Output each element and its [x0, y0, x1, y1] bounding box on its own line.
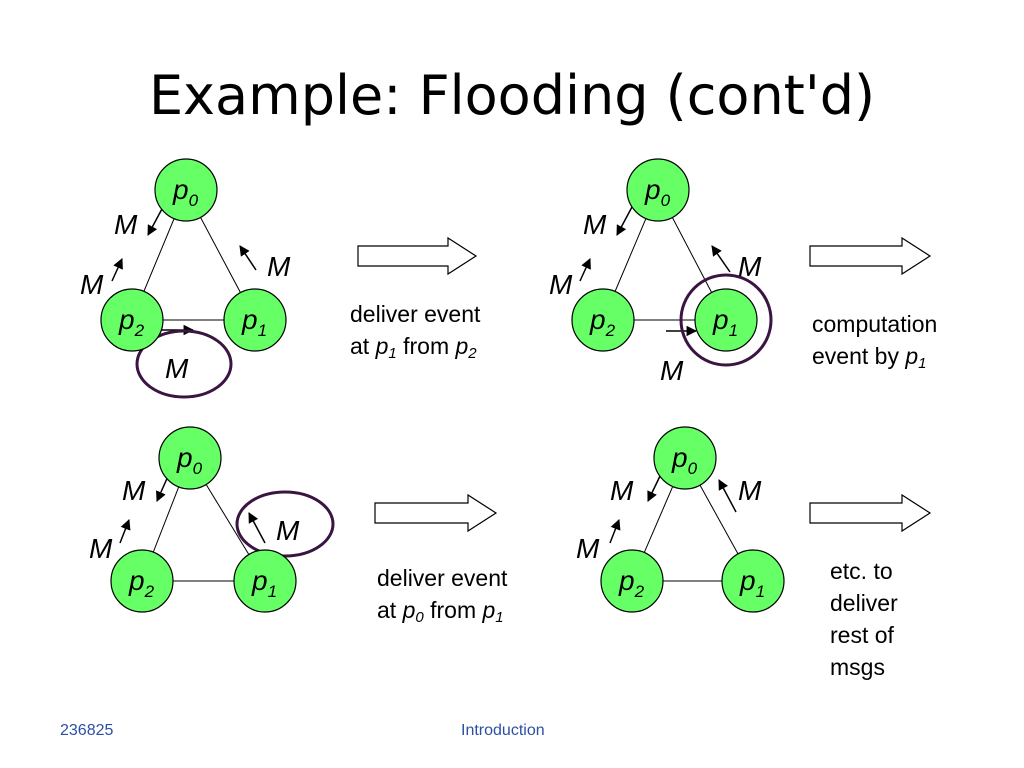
node-p2: [110, 549, 174, 613]
node-label: p2: [118, 304, 145, 340]
node-label: p0: [172, 174, 199, 210]
node-p0: [653, 426, 717, 490]
caption-computation: computation event by p1: [812, 311, 938, 372]
message-arrow: [119, 519, 131, 544]
message-label: M: [549, 269, 573, 300]
node-p0: [154, 158, 218, 222]
message-arrow: [647, 473, 662, 502]
highlight-ring: [135, 329, 233, 399]
message-label: M: [89, 533, 113, 564]
node-label: p1: [712, 304, 738, 340]
footer-section-title: Introduction: [461, 722, 545, 739]
transition-arrow: [357, 236, 478, 276]
message-arrow: [111, 258, 123, 282]
message-label: M: [122, 475, 146, 506]
transition-arrow: [809, 236, 932, 276]
panel-2: p0 p1 p2 M M M M: [549, 158, 773, 386]
node-label: p2: [128, 565, 155, 601]
message-label: M: [576, 533, 600, 564]
message-label: M: [80, 269, 104, 300]
node-p2: [100, 288, 164, 352]
node-p1: [223, 288, 287, 352]
node-label: p2: [618, 565, 645, 601]
node-label: p1: [739, 565, 765, 601]
highlight-ring: [235, 490, 335, 558]
message-arrow: [147, 206, 164, 236]
node-p0: [626, 158, 690, 222]
message-label: M: [114, 209, 138, 240]
node-p1: [233, 549, 297, 613]
node-label: p0: [671, 442, 698, 478]
message-label: M: [738, 251, 762, 282]
node-p2: [600, 549, 664, 613]
message-arrow: [711, 245, 731, 273]
panel-1: p0 p1 p2 M M M M: [80, 158, 291, 399]
message-label: M: [738, 475, 762, 506]
node-p1: [721, 549, 785, 613]
node-label: p0: [644, 174, 671, 210]
caption-etc: etc. to deliver rest of msgs: [830, 558, 898, 680]
caption-deliver-p0: deliver event at p0 from p1: [377, 565, 508, 626]
node-p0: [158, 426, 222, 490]
node-label: p0: [176, 442, 203, 478]
panel-4: p0 p1 p2 M M M: [576, 426, 785, 613]
message-arrow: [609, 519, 621, 544]
message-label: M: [610, 475, 634, 506]
message-arrow: [579, 258, 591, 282]
message-label: M: [276, 515, 300, 546]
message-arrow: [718, 479, 737, 513]
highlight-ring: [679, 273, 773, 367]
message-arrow: [248, 512, 266, 544]
transition-arrow: [374, 493, 498, 533]
message-label: M: [267, 251, 291, 282]
node-p1: [694, 288, 758, 352]
panel-3: p0 p1 p2 M M M: [89, 426, 335, 613]
message-arrow: [239, 245, 257, 271]
message-arrow: [616, 206, 633, 236]
message-label: M: [165, 353, 189, 384]
transition-arrow: [809, 493, 932, 533]
slide-title: Example: Flooding (cont'd): [148, 64, 876, 127]
node-p2: [571, 288, 635, 352]
message-label: M: [660, 355, 684, 386]
caption-deliver-p1: deliver event at p1 from p2: [350, 301, 481, 362]
footer-course-number: 236825: [60, 722, 114, 739]
node-label: p1: [241, 304, 267, 340]
message-label: M: [583, 209, 607, 240]
node-label: p2: [589, 304, 616, 340]
node-label: p1: [251, 565, 277, 601]
